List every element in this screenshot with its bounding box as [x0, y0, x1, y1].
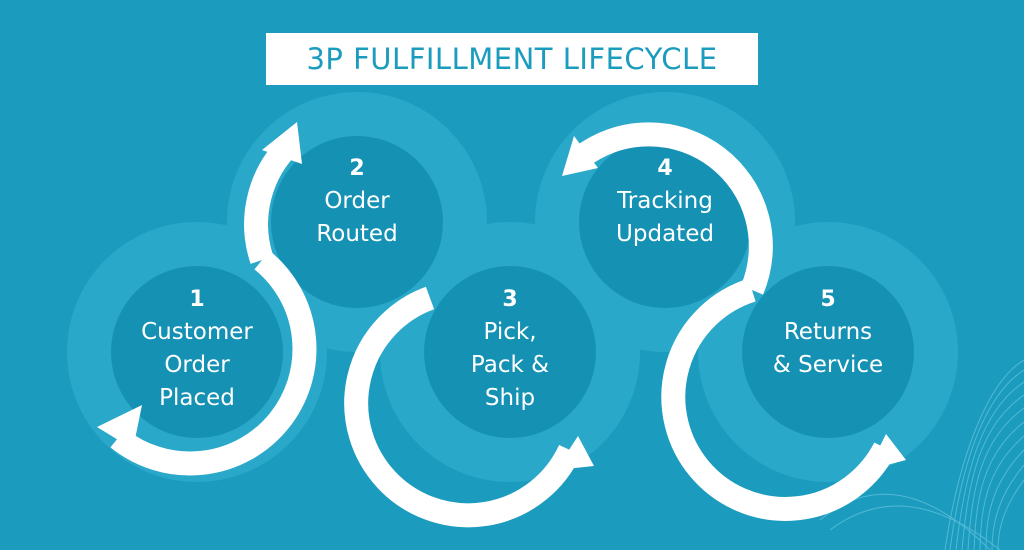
- stage-3-number: 3: [502, 287, 518, 312]
- stage-3-arrowhead: [556, 436, 594, 470]
- stage-3-arrow: [344, 286, 581, 528]
- stage-3-label: 3 Pick, Pack & Ship: [435, 283, 585, 415]
- stage-5-number: 5: [820, 287, 836, 312]
- stage-5-label: 5 Returns & Service: [753, 283, 903, 382]
- stage-5-disk: [742, 266, 914, 438]
- stage-5-line-1: Returns: [783, 319, 873, 345]
- diagram-title: 3P FULFILLMENT LIFECYCLE: [306, 42, 718, 76]
- stage-4-arrow: [572, 122, 773, 295]
- stage-5-arrowhead: [868, 434, 906, 470]
- stage-2-disk: [271, 136, 443, 308]
- stage-2-line-2: Routed: [316, 221, 398, 247]
- stage-1-line-1: Customer: [141, 319, 253, 345]
- stage-1-arrow: [110, 250, 317, 476]
- stage-3-line-2: Pack &: [470, 352, 550, 378]
- stage-4-label: 4 Tracking Updated: [590, 152, 740, 251]
- decorative-waves: [819, 359, 1024, 550]
- stage-4-number: 4: [657, 156, 673, 181]
- stage-1-line-3: Placed: [159, 385, 235, 411]
- stage-1-arrowhead: [97, 405, 142, 449]
- stage-5-arrow: [661, 278, 896, 521]
- stage-3-disk: [424, 266, 596, 438]
- stage-1-disk: [111, 266, 283, 438]
- stage-2-line-1: Order: [324, 188, 390, 214]
- stage-3-line-3: Ship: [484, 385, 536, 411]
- stage-5-line-2: & Service: [772, 352, 884, 378]
- stage-1-line-2: Order: [164, 352, 230, 378]
- title-banner: 3P FULFILLMENT LIFECYCLE: [266, 33, 758, 85]
- stage-1-label: 1 Customer Order Placed: [122, 283, 272, 415]
- stage-2-label: 2 Order Routed: [282, 152, 432, 251]
- stage-3-line-1: Pick,: [483, 319, 537, 345]
- stage-1-number: 1: [189, 287, 205, 312]
- stage-2-arrowhead: [262, 122, 302, 164]
- stage-4-disk: [579, 136, 751, 308]
- stage-4-arrowhead: [562, 136, 598, 176]
- stage-4-line-1: Tracking: [617, 188, 713, 214]
- stage-4-line-2: Updated: [616, 221, 714, 247]
- stage-2-number: 2: [349, 156, 365, 181]
